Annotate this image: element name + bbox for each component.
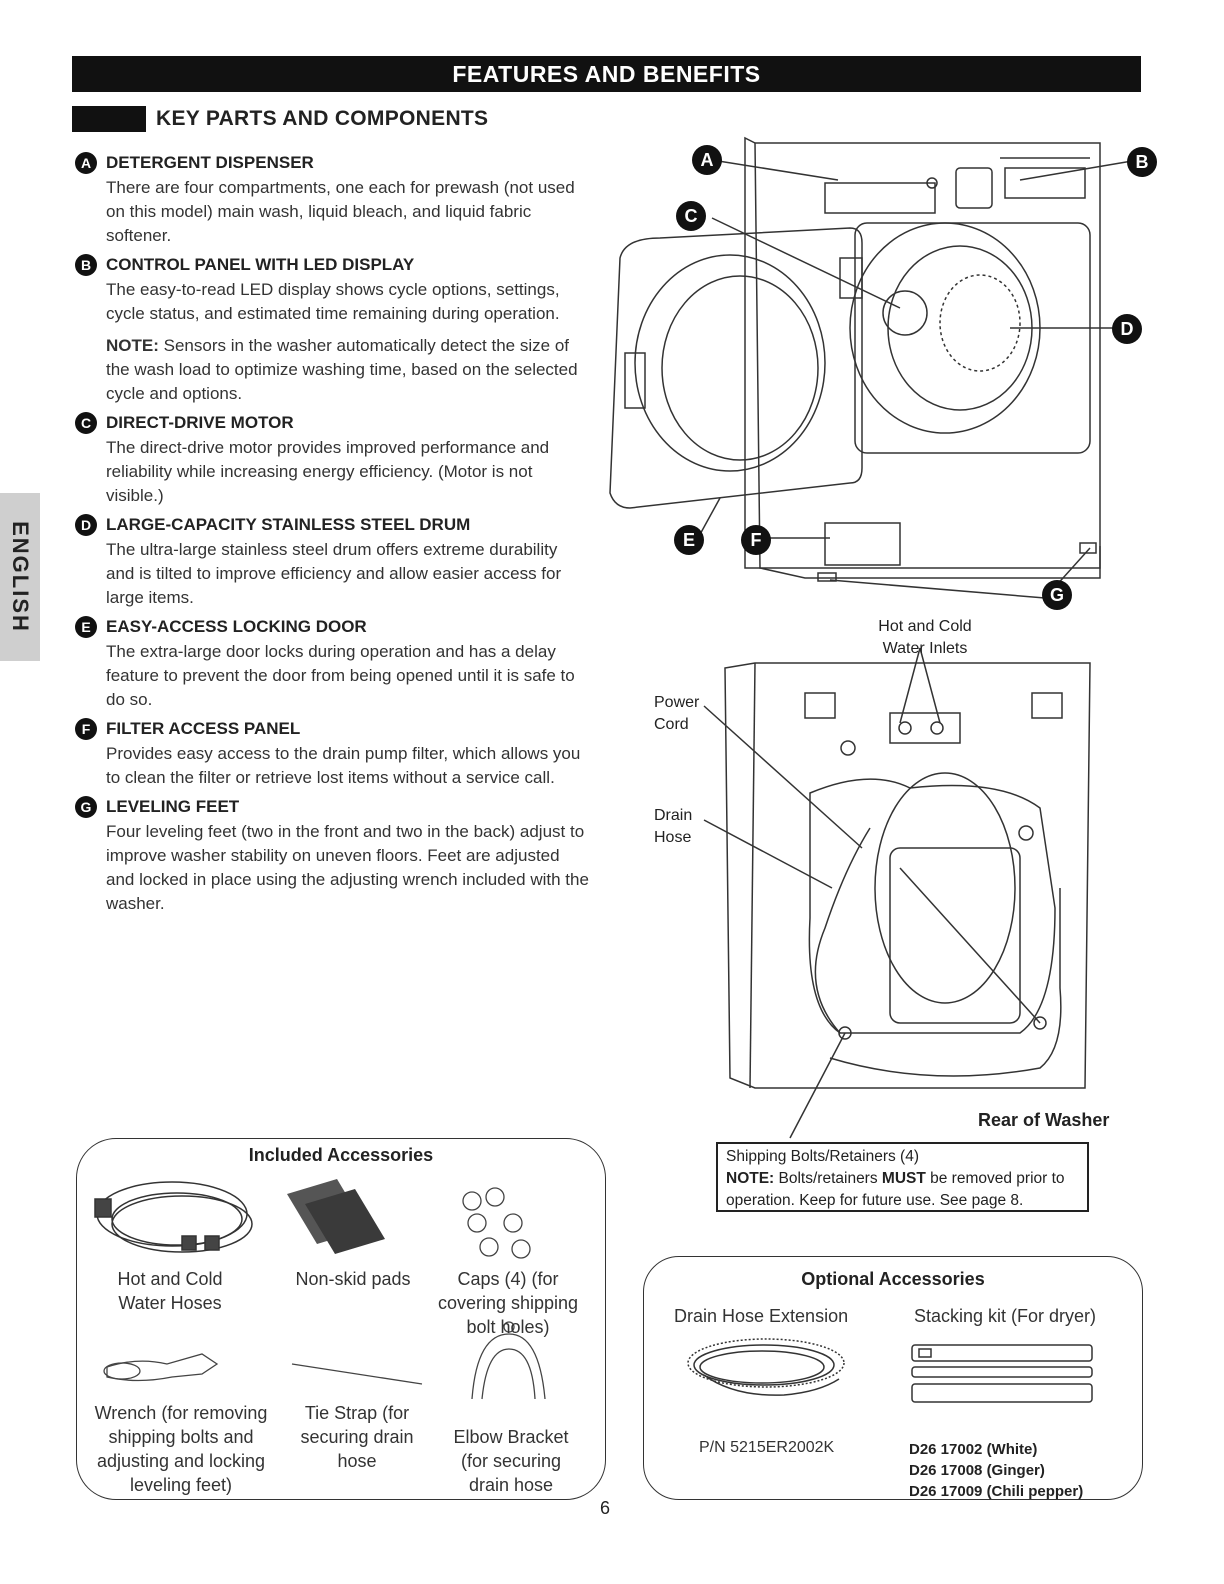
feature-heading: A DETERGENT DISPENSER (75, 152, 590, 174)
page-number: 6 (600, 1498, 611, 1518)
callout-a-icon: A (692, 145, 722, 175)
washer-illustration-icon (609, 136, 1139, 1139)
optional-accessories-panel: Optional Accessories Drain Hose Extensio… (643, 1256, 1143, 1500)
stacking-kit-codes: D26 17002 (White) D26 17008 (Ginger) D26… (909, 1439, 1083, 1502)
letter-badge-icon: G (75, 796, 97, 818)
note-label: NOTE: (106, 336, 159, 355)
callout-g-icon: G (1042, 580, 1072, 610)
feature-text: The ultra-large stainless steel drum off… (106, 540, 562, 607)
accessories-illustration-icon (94, 1179, 546, 1400)
callout-b-icon: B (1127, 147, 1157, 177)
drain-extension-label: Drain Hose Extension (674, 1306, 849, 1326)
stacking-code: D26 17002 (White) (909, 1441, 1038, 1458)
feature-title: CONTROL PANEL WITH LED DISPLAY (106, 255, 415, 274)
shipping-line: Shipping Bolts/Retainers (4) (726, 1148, 919, 1165)
feature-title: FILTER ACCESS PANEL (106, 719, 301, 738)
feature-title: EASY-ACCESS LOCKING DOOR (106, 617, 367, 636)
feature-item: F FILTER ACCESS PANEL Provides easy acces… (75, 718, 590, 790)
feature-heading: B CONTROL PANEL WITH LED DISPLAY (75, 254, 590, 276)
feature-heading: F FILTER ACCESS PANEL (75, 718, 590, 740)
note-text: Bolts/retainers (774, 1170, 882, 1187)
shipping-bolts-note: Shipping Bolts/Retainers (4) NOTE: Bolts… (716, 1142, 1089, 1212)
feature-heading: C DIRECT-DRIVE MOTOR (75, 412, 590, 434)
feature-item: C DIRECT-DRIVE MOTOR The direct-drive mot… (75, 412, 590, 508)
included-accessories-panel: Included Accessories Hot and Cold Water … (76, 1138, 606, 1500)
shipping-note: NOTE: Bolts/retainers MUST be removed pr… (726, 1168, 1079, 1212)
feature-title: DIRECT-DRIVE MOTOR (106, 413, 294, 432)
note-emphasis: MUST (881, 1170, 926, 1187)
letter-badge-icon: E (75, 616, 97, 638)
feature-title: LEVELING FEET (106, 797, 240, 816)
included-accessories-title: Included Accessories (248, 1145, 434, 1165)
language-tab: ENGLISH (0, 493, 40, 661)
power-cord-label: Power Cord (654, 694, 700, 733)
feature-item: D LARGE-CAPACITY STAINLESS STEEL DRUM The… (75, 514, 590, 610)
feature-heading: D LARGE-CAPACITY STAINLESS STEEL DRUM (75, 514, 590, 536)
feature-item: E EASY-ACCESS LOCKING DOOR The extra-larg… (75, 616, 590, 712)
feature-list: A DETERGENT DISPENSER There are four comp… (75, 152, 590, 922)
accessory-caps-label: Caps (4) (for covering shipping bolt hol… (437, 1269, 579, 1337)
letter-badge-icon: A (75, 152, 97, 174)
accessory-elbow-bracket-label: Elbow Bracket (for securing drain hose (453, 1427, 569, 1495)
drain-hose-label: Drain Hose (654, 807, 693, 846)
feature-title: LARGE-CAPACITY STAINLESS STEEL DRUM (106, 515, 471, 534)
callout-f-icon: F (741, 525, 771, 555)
feature-text: Provides easy access to the drain pump f… (106, 744, 581, 787)
page-banner: FEATURES AND BENEFITS (72, 56, 1141, 92)
callout-e-icon: E (674, 525, 704, 555)
section-heading: KEY PARTS AND COMPONENTS (72, 104, 488, 134)
accessory-pads-label: Non-skid pads (295, 1269, 411, 1289)
rear-of-washer-label: Rear of Washer (978, 1110, 1110, 1130)
inlets-label: Hot and Cold Water Inlets (878, 618, 972, 657)
feature-text: Four leveling feet (two in the front and… (106, 822, 589, 913)
optional-illustration-icon (687, 1338, 1093, 1403)
callout-c-icon: C (676, 201, 706, 231)
drain-extension-part-number: P/N 5215ER2002K (699, 1439, 835, 1456)
letter-badge-icon: C (75, 412, 97, 434)
letter-badge-icon: F (75, 718, 97, 740)
accessory-hoses-label: Hot and Cold Water Hoses (117, 1269, 223, 1313)
letter-badge-icon: B (75, 254, 97, 276)
feature-text: The direct-drive motor provides improved… (106, 438, 550, 505)
optional-accessories-title: Optional Accessories (801, 1269, 985, 1289)
feature-text: There are four compartments, one each fo… (106, 178, 575, 245)
note-text: be removed prior to operation. Keep for … (726, 1170, 1065, 1209)
feature-item: G LEVELING FEET Four leveling feet (two i… (75, 796, 590, 916)
accessory-tie-strap-label: Tie Strap (for securing drain hose (300, 1403, 414, 1471)
letter-badge-icon: D (75, 514, 97, 536)
section-title: KEY PARTS AND COMPONENTS (156, 107, 489, 130)
callout-d-icon: D (1112, 314, 1142, 344)
feature-title: DETERGENT DISPENSER (106, 153, 314, 172)
feature-heading: G LEVELING FEET (75, 796, 590, 818)
language-label: ENGLISH (8, 521, 34, 633)
feature-item: B CONTROL PANEL WITH LED DISPLAY The easy… (75, 254, 590, 406)
feature-text: The extra-large door locks during operat… (106, 642, 575, 709)
stacking-code: D26 17009 (Chili pepper) (909, 1483, 1084, 1500)
stacking-code: D26 17008 (Ginger) (909, 1462, 1045, 1479)
accessory-wrench-label: Wrench (for removing shipping bolts and … (94, 1403, 268, 1495)
washer-diagram: A B C D E F G Hot and Cold Water Inlets … (600, 128, 1180, 1148)
note-label: NOTE: (726, 1170, 775, 1187)
feature-item: A DETERGENT DISPENSER There are four comp… (75, 152, 590, 248)
feature-note: NOTE: Sensors in the washer automaticall… (106, 334, 590, 406)
feature-heading: E EASY-ACCESS LOCKING DOOR (75, 616, 590, 638)
heading-bar (72, 106, 146, 132)
note-text: Sensors in the washer automatically dete… (106, 336, 578, 403)
feature-text: The easy-to-read LED display shows cycle… (106, 280, 560, 323)
stacking-kit-label: Stacking kit (For dryer) (914, 1306, 1097, 1326)
